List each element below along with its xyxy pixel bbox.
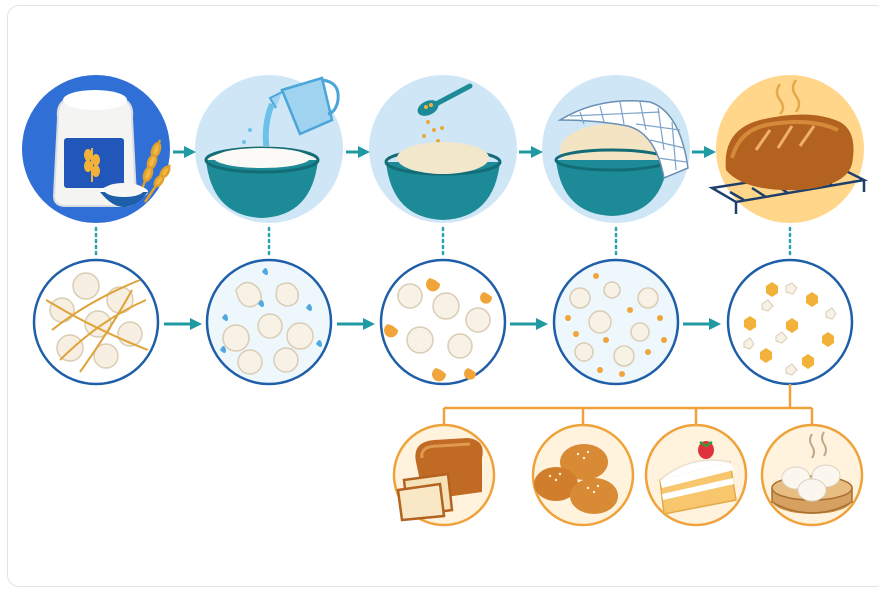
spoon-icon: [417, 83, 473, 116]
micro-set-crumb: [726, 258, 854, 386]
checkered-cloth-icon: [557, 100, 689, 180]
flour-stage: [22, 75, 172, 223]
branch-lines: [442, 384, 814, 424]
wheat-icon: [84, 148, 100, 182]
product-sandwich-bread: [392, 423, 496, 527]
micro-fermented: [552, 258, 680, 386]
add-water-stage: [195, 75, 343, 223]
micro-hydrated: [205, 258, 333, 386]
baked-loaf-stage: [708, 75, 868, 223]
steam-icon: [809, 431, 827, 459]
add-yeast-stage: [369, 75, 517, 223]
product-buns: [531, 423, 635, 527]
micro-starch-gluten: [32, 258, 160, 386]
strawberry-icon: [698, 440, 714, 459]
pitcher-icon: [268, 76, 340, 136]
steam-icon: [775, 79, 801, 115]
product-steamed-buns: [760, 423, 864, 527]
product-sponge-cake: [644, 423, 748, 527]
proof-dough-stage: [542, 75, 690, 223]
dotted-connectors: [94, 226, 792, 260]
micro-yeast: [379, 258, 507, 386]
